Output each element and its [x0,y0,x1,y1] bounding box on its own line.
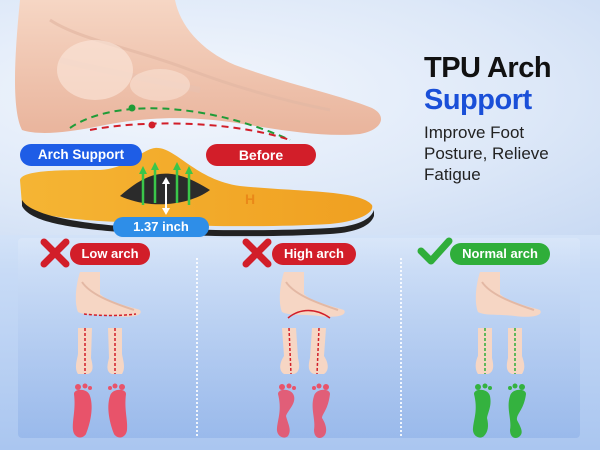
footprint-red [72,383,128,438]
arch-curves [69,104,291,141]
column-divider [196,258,198,436]
low-arch-label: Low arch [70,243,150,265]
cross-icon [40,238,70,268]
cross-icon [242,238,272,268]
normal-arch-label: Normal arch [450,243,550,265]
height-indicator [162,177,170,215]
high-arch-label: High arch [272,243,356,265]
headline-accent: Support [424,84,532,116]
lift-arrows [139,162,193,205]
headline-primary: TPU Arch [424,52,552,84]
footprint-green [472,383,526,438]
high-arch-diagrams [276,272,345,438]
arch-support-label: Arch Support [20,144,142,166]
rear-view-legs [280,327,328,375]
normal-arch-diagrams [472,272,541,438]
svg-text:H: H [245,191,255,207]
column-divider [400,258,402,436]
side-view-foot [279,272,345,319]
foot-insole-illustration: H [15,0,382,237]
benefit-description: Improve Foot Posture, Relieve Fatigue [424,123,549,184]
check-icon [417,237,453,265]
arch-height-label: 1.37 inch [113,217,209,237]
rear-view-legs [75,328,125,374]
low-arch-diagrams [72,272,141,438]
side-view-foot [75,272,141,317]
rear-view-legs [475,328,525,374]
foot-illustration [15,0,382,135]
side-view-foot [475,272,541,317]
before-label: Before [206,144,316,166]
footprint-red [276,383,330,438]
